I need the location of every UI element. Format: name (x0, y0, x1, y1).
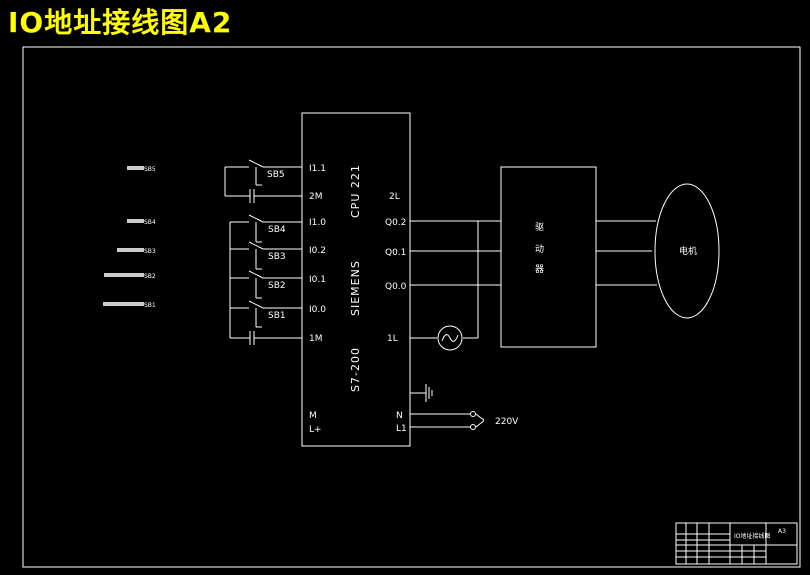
motor-label: 电机 (679, 245, 697, 257)
svg-text:SB5: SB5 (144, 166, 156, 173)
terminal-i0-0: I0.0 (309, 305, 326, 315)
ac-source-icon (437, 325, 463, 351)
driver-char-1: 驱 (535, 222, 544, 233)
plc-model: CPU 221 (349, 164, 362, 218)
terminal-i0-1: I0.1 (309, 275, 326, 285)
input-circuit-sb5 (224, 159, 302, 203)
title-block-name: IO地址接线图 (734, 532, 771, 540)
drawing-frame (22, 46, 801, 568)
terminal-i0-2: I0.2 (309, 246, 326, 256)
terminal-q0-1: Q0.1 (385, 248, 406, 258)
ground-icon (410, 384, 433, 402)
button-caption-sb5: SB5 (127, 166, 156, 173)
button-caption-sb4: SB4 (127, 219, 156, 226)
driver-char-3: 器 (535, 264, 544, 275)
output-wires (410, 220, 501, 339)
driver-char-2: 动 (535, 244, 544, 255)
switch-label-sb3: SB3 (268, 252, 286, 262)
drawing-title: IO地址接线图A2 (8, 6, 233, 39)
switch-label-sb2: SB2 (268, 281, 286, 291)
supply-voltage: 220V (495, 417, 519, 427)
terminal-l-plus: L+ (309, 425, 322, 435)
terminal-m: M (309, 411, 317, 421)
svg-text:SB3: SB3 (144, 248, 156, 255)
svg-text:SB4: SB4 (144, 219, 156, 226)
terminal-2l: 2L (389, 192, 400, 202)
plc-box (301, 112, 411, 447)
plc-series: S7-200 (349, 347, 362, 392)
plc-brand: SIEMENS (349, 260, 362, 316)
terminal-2m: 2M (309, 192, 323, 202)
switch-label-sb1: SB1 (268, 311, 286, 321)
terminal-i1-0: I1.0 (309, 218, 326, 228)
button-caption-sb3: SB3 (117, 248, 156, 255)
terminal-1l: 1L (387, 334, 398, 344)
terminal-l1: L1 (396, 424, 407, 434)
motor-ellipse (654, 183, 720, 319)
button-caption-sb1: SB1 (103, 302, 156, 309)
terminal-1m: 1M (309, 334, 323, 344)
input-circuit-sb4-sb1 (229, 214, 302, 345)
supply-wires (410, 411, 484, 430)
switch-label-sb4: SB4 (268, 225, 286, 235)
svg-text:SB2: SB2 (144, 273, 156, 280)
button-caption-sb2: SB2 (104, 273, 156, 280)
terminal-q0-2: Q0.2 (385, 218, 406, 228)
motor-wires (596, 220, 657, 286)
driver-box (500, 166, 597, 348)
switch-label-sb5: SB5 (267, 170, 285, 180)
terminal-i1-1: I1.1 (309, 164, 326, 174)
terminal-q0-0: Q0.0 (385, 282, 407, 292)
svg-text:SB1: SB1 (144, 302, 156, 309)
title-block-cell: A3 (778, 528, 786, 535)
title-block (675, 522, 798, 565)
terminal-n: N (396, 411, 403, 421)
